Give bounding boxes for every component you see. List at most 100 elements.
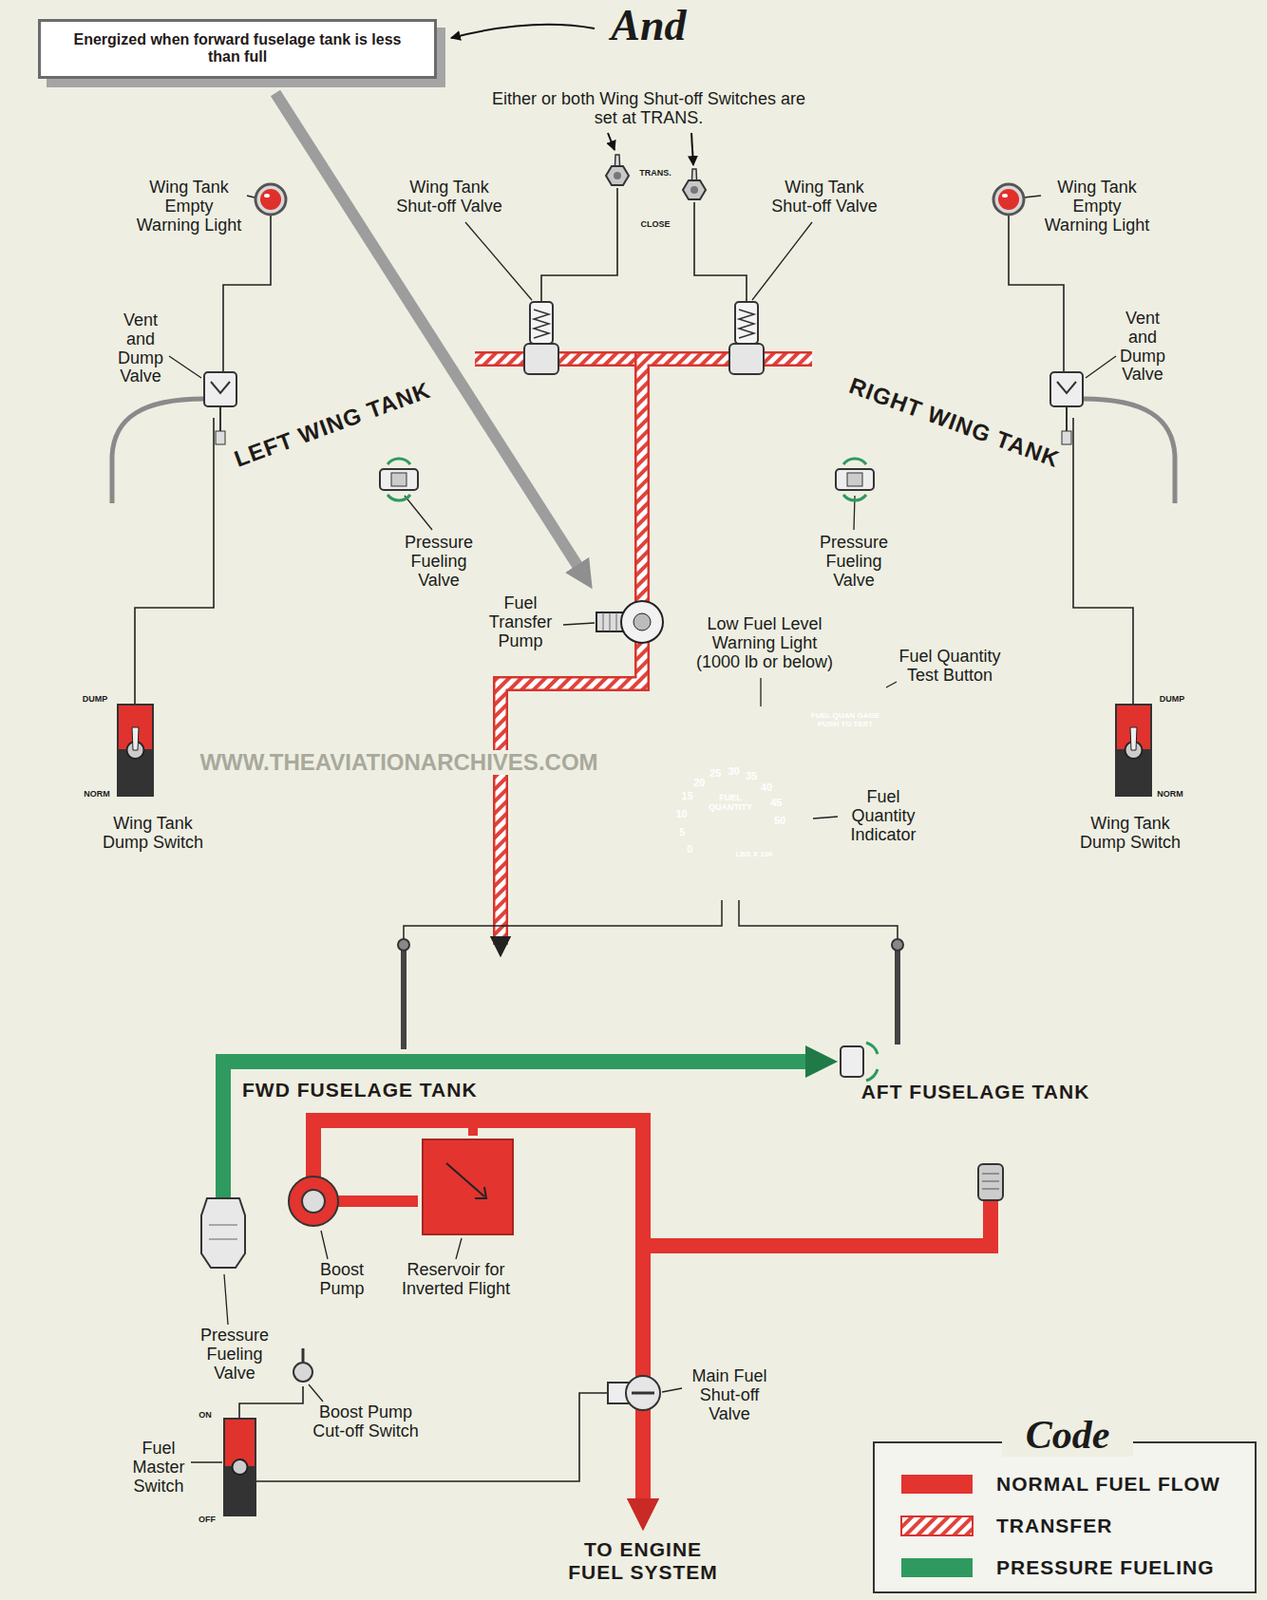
fuel-gauge-outline	[699, 758, 701, 763]
fuel-gauge-outline	[793, 820, 801, 823]
fuel-gauge-outline	[678, 774, 681, 777]
fuel-gauge-outline	[785, 781, 789, 784]
callout-arrow	[275, 93, 584, 575]
node-text: AFT FUSELAGE TANK	[861, 1080, 1091, 1104]
component-label: Fuel Master Switch	[127, 1439, 190, 1496]
fuel-gauge-outline	[775, 774, 782, 779]
vent-pipe	[112, 398, 205, 504]
fuel-gauge-outline	[788, 795, 795, 799]
fuel-gauge-outline	[669, 787, 677, 792]
component-label: Low Fuel Level Warning Light (1000 lb or…	[688, 615, 841, 672]
fuel-gauge-outline	[718, 752, 721, 757]
fuel-gauge-outline	[744, 753, 747, 757]
dial-number: 35	[739, 770, 763, 782]
leader-line	[752, 222, 813, 301]
warning-light	[255, 184, 1024, 215]
component-label: Wing Tank Dump Switch	[99, 814, 207, 853]
switch-position: TRANS.	[634, 169, 677, 179]
callout-text: And	[582, 1, 716, 51]
leader-line	[246, 195, 255, 198]
fuel-gauge-outline	[763, 760, 766, 764]
dial-number: 10	[670, 808, 694, 820]
leader-line	[465, 222, 532, 301]
wing-tank-outline	[812, 316, 1116, 554]
strainer	[978, 1164, 1003, 1201]
strainer	[982, 1173, 1000, 1190]
wire	[223, 214, 271, 373]
boost-pump	[288, 1176, 339, 1227]
fuselage-tank: AFT FUSELAGE TANK	[837, 959, 1114, 1165]
wire	[1073, 417, 1134, 705]
pressure-fueling-valve	[201, 1198, 246, 1268]
leader-line	[190, 1461, 223, 1463]
fuel-gauge-outline	[714, 753, 717, 757]
destination-label: TO ENGINE FUEL SYSTEM	[562, 1531, 724, 1585]
transfer-pump	[596, 601, 663, 643]
component-label: Pressure Fueling Valve	[399, 533, 478, 590]
node-text: FWD FUSELAGE TANK	[242, 1078, 478, 1102]
fuel-gauge-outline	[661, 812, 669, 814]
fuel-gauge-outline	[771, 766, 774, 770]
fuel-gauge-outline	[794, 800, 798, 802]
fuel-gauge-outline	[660, 816, 664, 818]
dial-number: 15	[676, 790, 700, 802]
shut-off-valve	[729, 302, 764, 375]
reservoir	[446, 1163, 487, 1199]
fuel-gauge-outline	[788, 786, 792, 789]
fuel-gauge-outline	[660, 826, 664, 828]
legend-text: NORMAL FUEL FLOW	[996, 1472, 1221, 1497]
fuel-gauge-outline	[666, 791, 671, 794]
transfer-pump	[603, 612, 617, 632]
component-label: Fuel Transfer Pump	[480, 594, 561, 651]
fuel-gauge-outline	[725, 816, 736, 827]
toggle-switch	[605, 154, 706, 200]
leader-line	[813, 816, 838, 819]
fuel-pipe	[468, 1128, 478, 1136]
callout-text: Either or both Wing Shut-off Switches ar…	[487, 90, 811, 129]
switch-position: OFF	[192, 1515, 222, 1526]
node-text: Energized when forward fuselage tank is …	[65, 31, 410, 67]
strainer	[978, 1164, 1003, 1201]
transfer-pump	[621, 601, 663, 643]
pressure-fueling-valve	[379, 458, 874, 501]
pressure-fueling-valve	[201, 1198, 246, 1268]
fuselage-tank-outline	[196, 990, 538, 1321]
main-shut-off-valve	[625, 1376, 661, 1411]
leader-line	[169, 356, 202, 379]
legend-box: NORMAL FUEL FLOW TRANSFER PRESSURE FUELING	[872, 1441, 1257, 1594]
master-switch	[232, 1459, 248, 1476]
legend-text: PRESSURE FUELING	[996, 1555, 1215, 1581]
legend-swatch	[901, 1516, 973, 1536]
dump-switch	[1115, 704, 1152, 796]
wing-tank-outline	[170, 318, 475, 556]
legend-row: PRESSURE FUELING	[874, 1555, 1255, 1581]
dial-number: 40	[755, 781, 778, 794]
vent-pipe	[1082, 398, 1175, 504]
warning-light-panel-outline	[747, 708, 775, 736]
cut-off-switch	[302, 1348, 305, 1362]
warning-light	[255, 184, 286, 215]
leader-line	[563, 623, 595, 625]
dial-number: 45	[764, 796, 788, 809]
fuel-gauge-outline	[659, 750, 802, 893]
vent-dump-valve	[204, 372, 237, 445]
wing-tank: LEFT WING TANK	[170, 318, 475, 570]
fuel-gauge-outline	[681, 770, 685, 774]
component-label: Main Fuel Shut-off Valve	[683, 1367, 776, 1424]
component-label: Wing Tank Dump Switch	[1077, 814, 1184, 853]
leader-line	[321, 1230, 328, 1260]
main-shut-off-valve	[607, 1376, 661, 1411]
fuel-gauge-outline	[695, 760, 698, 764]
main-shut-off-valve	[631, 1392, 655, 1396]
fuel-gauge-outline	[690, 763, 693, 767]
wire	[239, 1386, 303, 1419]
fuel-gauge-outline	[703, 821, 731, 832]
leader-line	[1085, 356, 1116, 379]
reservoir	[422, 1139, 513, 1235]
warning-light-panel-outline	[754, 715, 760, 721]
legend-text: TRANSFER	[996, 1513, 1113, 1539]
